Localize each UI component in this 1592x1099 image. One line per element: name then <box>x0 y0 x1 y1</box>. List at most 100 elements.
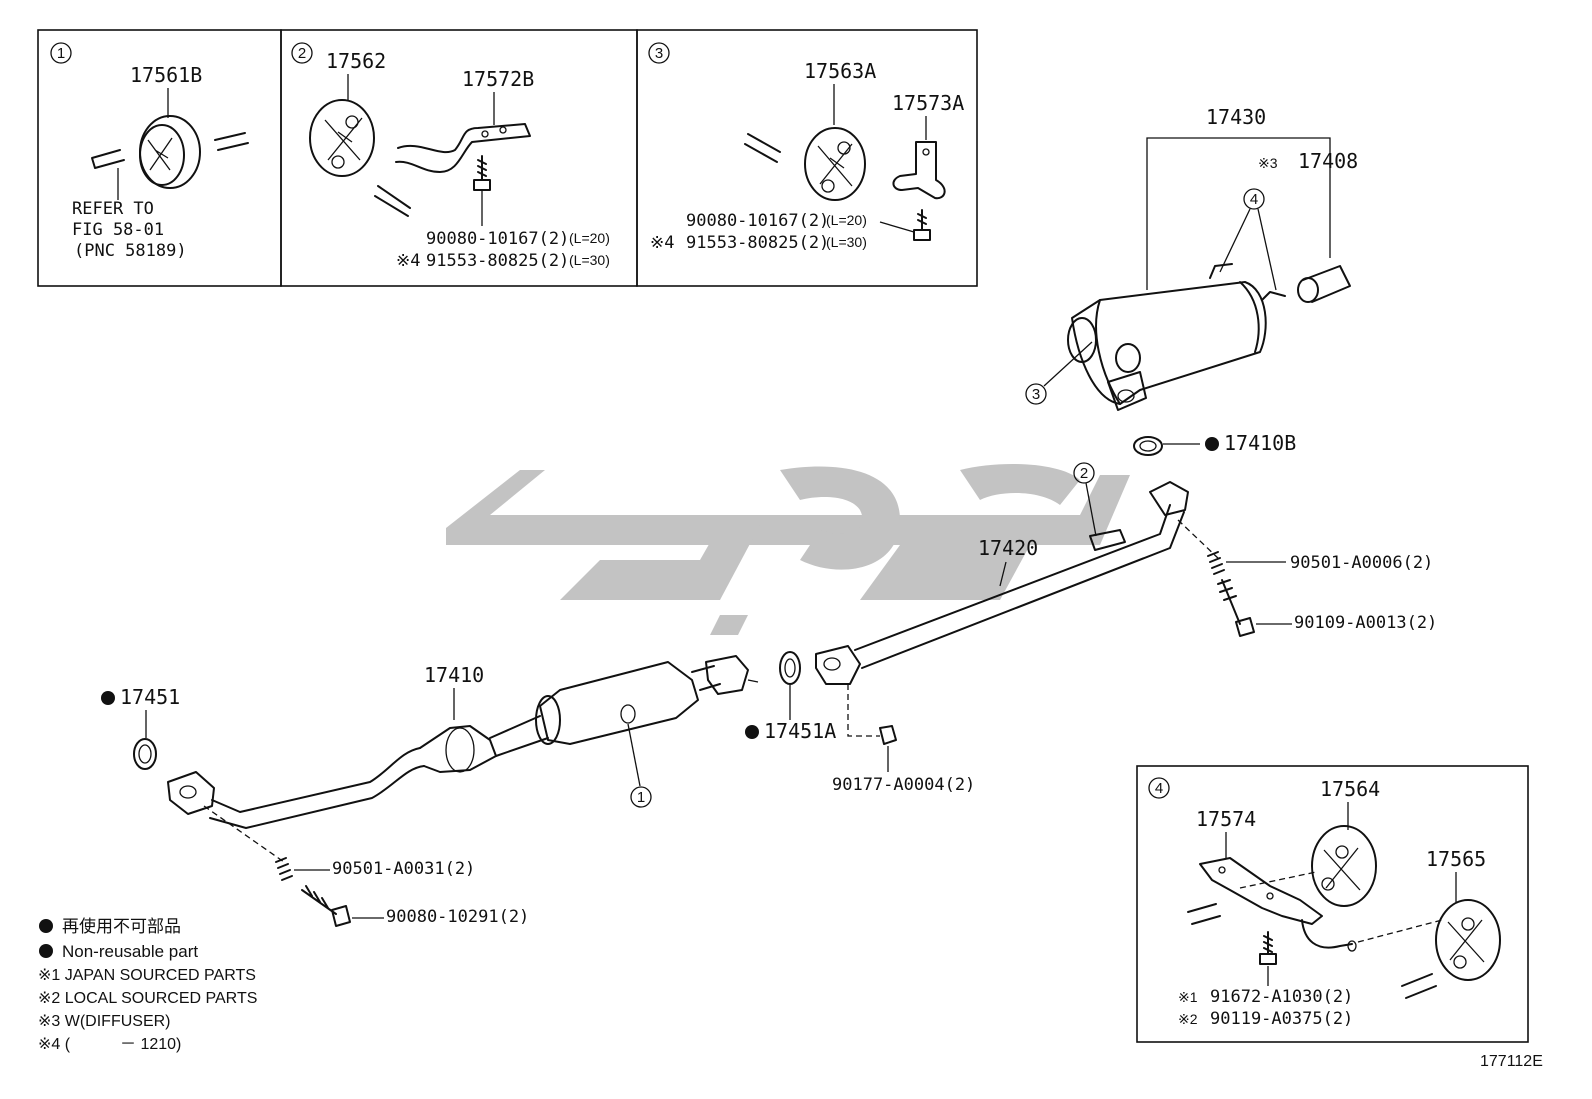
bolt-label-91672-A1030: 91672-A1030(2) <box>1210 987 1353 1007</box>
catalyst-cone <box>419 725 497 773</box>
callout-3: 3 <box>1032 386 1040 403</box>
pipe-line <box>209 765 425 829</box>
panel-3: 3 17563A 17573A 90080-10167(2) (L=20) ※4… <box>648 42 964 253</box>
pipe-flange <box>1149 481 1189 516</box>
catalytic-converter-body <box>539 661 699 745</box>
gasket-17451: 17451 <box>101 685 180 770</box>
part-label-17572B: 17572B <box>462 67 534 91</box>
part-label-17574: 17574 <box>1196 807 1256 831</box>
panel-2-number-circle <box>291 42 313 64</box>
rubber-hanger-icon <box>804 127 866 201</box>
legend-jp-nonreusable: 再使用不可部品 <box>62 916 181 936</box>
callout-4-circle <box>1243 188 1265 210</box>
bolt-label-90119-A0375: 90119-A0375(2) <box>1210 1009 1353 1029</box>
leader-line <box>999 561 1007 587</box>
legend: 再使用不可部品 Non-reusable part ※1 JAPAN SOURC… <box>38 916 257 1053</box>
center-pipe-17420: 2 17420 <box>815 462 1221 737</box>
non-reusable-dot <box>1205 437 1219 451</box>
part-label-90501-A0006: 90501-A0006(2) <box>1290 553 1433 573</box>
leader-line <box>627 723 641 787</box>
bolt-label-90080-10167: 90080-10167(2) <box>686 211 829 231</box>
callout-4: 4 <box>1250 191 1258 208</box>
refer-text-line1: REFER TO <box>72 199 154 219</box>
callout-1: 1 <box>637 789 645 806</box>
part-label-17451A: 17451A <box>764 719 836 743</box>
part-label-17410: 17410 <box>424 663 484 687</box>
bolt-length-L20: (L=20) <box>826 212 867 228</box>
legend-note-3: ※3 W(DIFFUSER) <box>38 1013 171 1030</box>
note-mark-2: ※2 <box>1178 1011 1198 1027</box>
panel-3-number: 3 <box>655 45 663 62</box>
pipe-flange <box>815 645 861 685</box>
muffler-body-icon <box>1067 263 1286 411</box>
bolt-label-91553-80825: 91553-80825(2) <box>686 233 829 253</box>
bolt-length-L30: (L=30) <box>569 252 610 268</box>
bracket-line <box>1146 137 1331 290</box>
leader-line <box>879 221 915 233</box>
hanger-bracket-icon <box>892 141 946 200</box>
part-label-17420: 17420 <box>978 536 1038 560</box>
non-reusable-dot <box>101 691 115 705</box>
pipe-line <box>211 747 421 813</box>
dashed-guide <box>847 684 880 737</box>
bolt-icon <box>1259 931 1277 965</box>
legend-dot <box>39 919 53 933</box>
rubber-hanger-icon <box>139 115 201 189</box>
pipe-stub <box>91 149 125 169</box>
part-label-17564: 17564 <box>1320 777 1380 801</box>
callout-2-circle <box>1073 462 1095 484</box>
callout-3-circle <box>1025 383 1047 405</box>
watermark-logo <box>446 464 1130 635</box>
refer-text-line2: FIG 58-01 <box>72 220 164 240</box>
dashed-guide <box>1357 919 1443 943</box>
note-mark-3: ※3 <box>1258 155 1278 171</box>
panel-3-frame <box>636 29 978 287</box>
legend-note-4-tail: － 1210) <box>120 1036 181 1053</box>
part-label-17430: 17430 <box>1206 105 1266 129</box>
leader-line <box>1219 208 1277 291</box>
part-label-90177-A0004: 90177-A0004(2) <box>832 775 975 795</box>
part-label-90501-A0031: 90501-A0031(2) <box>332 859 475 879</box>
part-label-17561B: 17561B <box>130 63 202 87</box>
nut-90177-A0004: 90177-A0004(2) <box>832 725 975 795</box>
pipe-flange <box>167 771 215 815</box>
figure-id: 177112E <box>1480 1053 1543 1070</box>
panel-1: 1 17561B REFER TO FIG 58-01 (PNC 58189) <box>50 42 249 261</box>
bolt-icon <box>473 155 491 191</box>
note-mark-1: ※1 <box>1178 989 1198 1005</box>
panel-2: 2 17562 17572B 90080-10167(2) (L=20) ※4 … <box>291 42 610 271</box>
diffuser-tube-icon <box>1297 265 1351 303</box>
pipe-stub <box>744 133 781 163</box>
muffler-assembly: 17430 ※3 17408 4 3 <box>1025 105 1358 411</box>
part-label-17408: 17408 <box>1298 149 1358 173</box>
bolt-length-L30: (L=30) <box>826 234 867 250</box>
bolt-90109-A0013: 90109-A0013(2) <box>1217 579 1437 637</box>
callout-2: 2 <box>1080 465 1088 482</box>
pipe-flange <box>705 655 749 695</box>
part-label-17563A: 17563A <box>804 59 876 83</box>
legend-note-2: ※2 LOCAL SOURCED PARTS <box>38 990 257 1007</box>
pipe-line <box>489 715 549 757</box>
dashed-guide <box>203 805 285 863</box>
bolt-90080-10291: 90080-10291(2) <box>301 885 529 927</box>
part-label-17410B: 17410B <box>1224 431 1296 455</box>
panel-4: 4 17574 17564 17565 <box>1148 777 1501 1029</box>
panel-2-number: 2 <box>298 45 306 62</box>
legend-note-4-mark: ※4 ( <box>38 1036 71 1053</box>
gasket-17410B: 17410B <box>1133 431 1296 456</box>
refer-text-line3: (PNC 58189) <box>74 241 187 261</box>
bolt-label-91553-80825: 91553-80825(2) <box>426 251 569 271</box>
panel-1-number: 1 <box>57 45 65 62</box>
pipe-stub <box>1187 903 1221 925</box>
part-label-17573A: 17573A <box>892 91 964 115</box>
part-label-17565: 17565 <box>1426 847 1486 871</box>
hanger-bracket <box>1089 529 1126 551</box>
part-label-90080-10291: 90080-10291(2) <box>386 907 529 927</box>
pipe-stub <box>1401 973 1437 999</box>
legend-nonreusable: Non-reusable part <box>62 942 198 961</box>
pipe-stub <box>374 185 411 217</box>
callout-1-circle <box>630 786 652 808</box>
panel-4-number: 4 <box>1155 780 1163 797</box>
pipe-line <box>691 665 721 691</box>
